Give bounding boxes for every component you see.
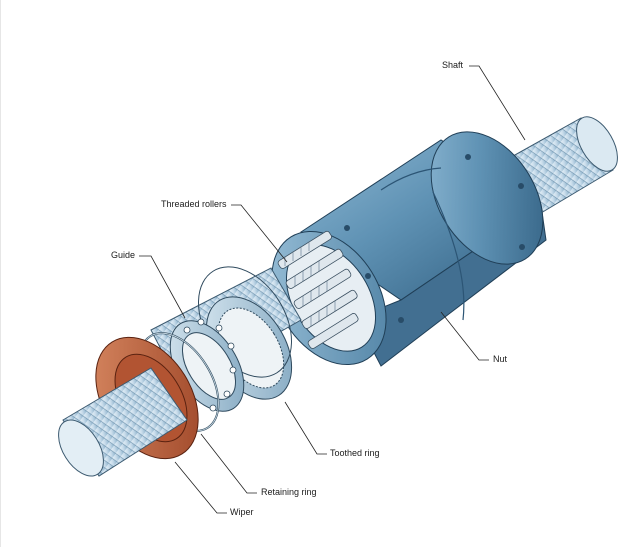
leader-retaining-ring [200, 433, 257, 494]
leader-wiper [174, 461, 227, 514]
label-toothed-ring: Toothed ring [330, 448, 380, 458]
label-threaded-rollers: Threaded rollers [161, 199, 227, 209]
leader-threaded-rollers [231, 204, 288, 263]
label-shaft: Shaft [442, 60, 464, 70]
nut-body [271, 131, 547, 367]
leader-guide [139, 255, 186, 319]
label-nut: Nut [493, 354, 508, 364]
label-guide: Guide [111, 250, 136, 260]
shaft-left [58, 367, 188, 477]
leader-lines [139, 65, 526, 514]
threaded-rollers [277, 230, 359, 349]
leader-nut [440, 311, 489, 361]
leader-toothed-ring [284, 401, 327, 455]
label-retaining-ring: Retaining ring [261, 487, 317, 497]
leader-shaft [469, 65, 526, 141]
label-wiper: Wiper [230, 507, 254, 517]
